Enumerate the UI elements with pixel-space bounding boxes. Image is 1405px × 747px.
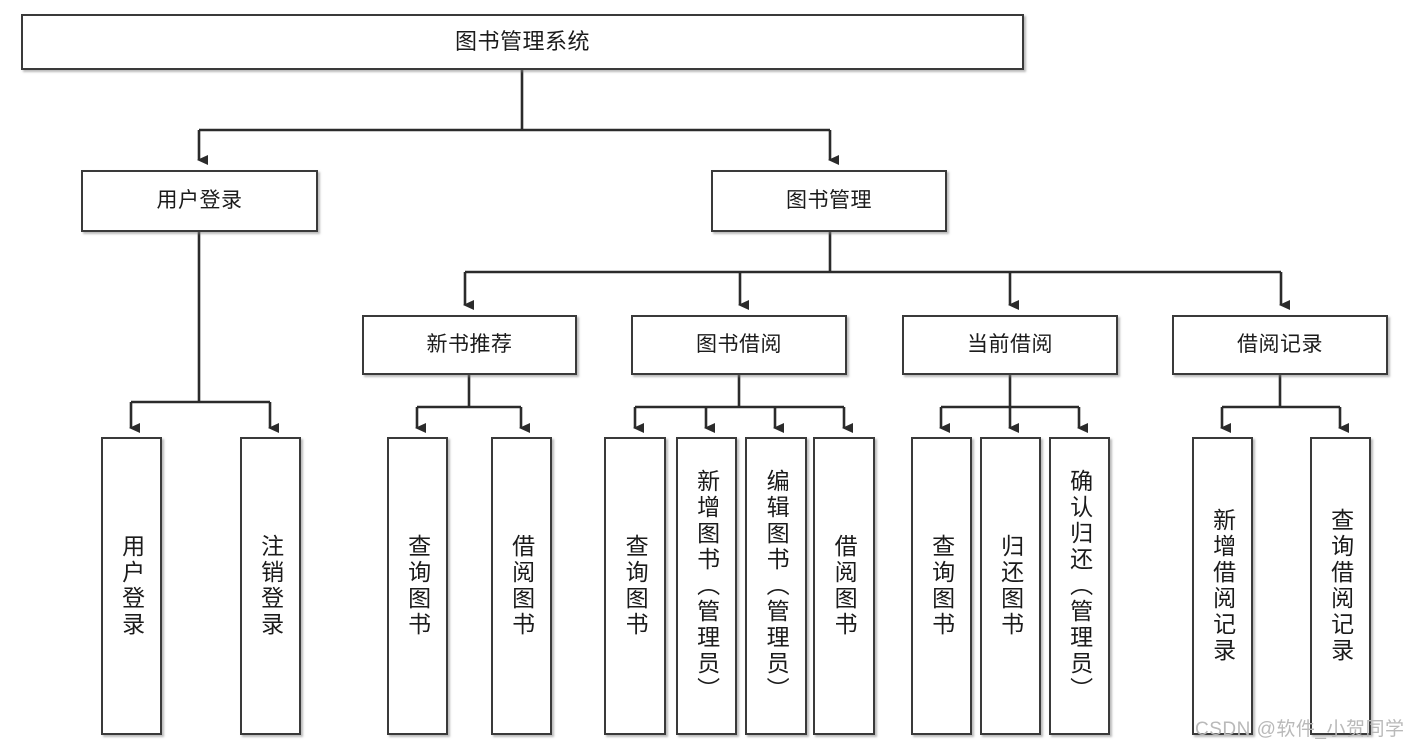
node-leaf-query-book-2-label: 查询图书 xyxy=(622,534,649,638)
node-leaf-add-book[interactable]: 新增图书（管理员） xyxy=(676,437,737,735)
node-leaf-query-book-3-label: 查询图书 xyxy=(928,534,955,638)
node-current-borrow-label: 当前借阅 xyxy=(967,332,1053,356)
node-leaf-user-login[interactable]: 用户登录 xyxy=(101,437,162,735)
node-book-manage[interactable]: 图书管理 xyxy=(711,170,947,232)
node-leaf-user-logout[interactable]: 注销登录 xyxy=(240,437,301,735)
node-borrow-record[interactable]: 借阅记录 xyxy=(1172,315,1388,375)
node-borrow-record-label: 借阅记录 xyxy=(1237,332,1323,356)
node-leaf-borrow-book-1[interactable]: 借阅图书 xyxy=(491,437,552,735)
node-current-borrow[interactable]: 当前借阅 xyxy=(902,315,1118,375)
node-leaf-confirm-return-label: 确认归还（管理员） xyxy=(1066,469,1093,703)
node-leaf-query-book-3[interactable]: 查询图书 xyxy=(911,437,972,735)
node-leaf-confirm-return[interactable]: 确认归还（管理员） xyxy=(1049,437,1110,735)
node-leaf-query-record[interactable]: 查询借阅记录 xyxy=(1310,437,1371,735)
node-root-label: 图书管理系统 xyxy=(454,29,590,55)
node-root[interactable]: 图书管理系统 xyxy=(21,14,1024,70)
csdn-watermark: CSDN @软件_小贺同学 xyxy=(1195,719,1405,740)
node-leaf-edit-book-label: 编辑图书（管理员） xyxy=(763,469,790,703)
node-leaf-user-login-label: 用户登录 xyxy=(118,534,145,638)
node-new-book-recommend-label: 新书推荐 xyxy=(426,332,513,356)
node-leaf-user-logout-label: 注销登录 xyxy=(257,534,284,638)
node-new-book-recommend[interactable]: 新书推荐 xyxy=(362,315,577,375)
node-leaf-borrow-book-2-label: 借阅图书 xyxy=(831,534,858,638)
node-leaf-add-record-label: 新增借阅记录 xyxy=(1209,508,1236,664)
node-leaf-query-book-2[interactable]: 查询图书 xyxy=(604,437,666,735)
node-book-borrow-label: 图书借阅 xyxy=(696,332,782,356)
node-leaf-return-book[interactable]: 归还图书 xyxy=(980,437,1041,735)
node-leaf-borrow-book-2[interactable]: 借阅图书 xyxy=(813,437,875,735)
node-leaf-query-book-1-label: 查询图书 xyxy=(404,534,431,638)
node-leaf-add-book-label: 新增图书（管理员） xyxy=(693,469,720,703)
node-leaf-borrow-book-1-label: 借阅图书 xyxy=(508,534,535,638)
node-leaf-query-book-1[interactable]: 查询图书 xyxy=(387,437,448,735)
node-leaf-return-book-label: 归还图书 xyxy=(997,534,1024,638)
node-leaf-query-record-label: 查询借阅记录 xyxy=(1327,508,1354,664)
node-leaf-edit-book[interactable]: 编辑图书（管理员） xyxy=(745,437,807,735)
node-user-login-label: 用户登录 xyxy=(156,188,243,212)
node-book-manage-label: 图书管理 xyxy=(786,188,872,212)
node-book-borrow[interactable]: 图书借阅 xyxy=(631,315,847,375)
node-user-login[interactable]: 用户登录 xyxy=(81,170,318,232)
node-leaf-add-record[interactable]: 新增借阅记录 xyxy=(1192,437,1253,735)
